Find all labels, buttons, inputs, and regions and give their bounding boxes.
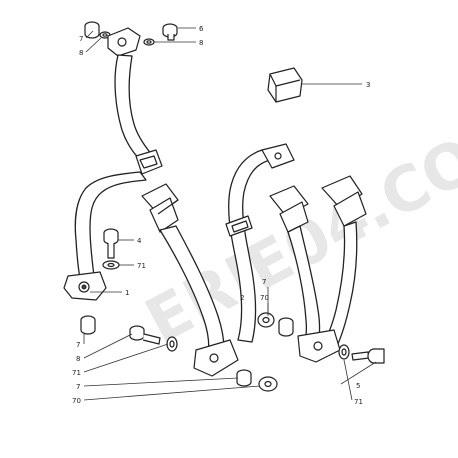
callout-8-upper-right: 8 [199, 39, 203, 47]
callout-7-right: 7 [262, 278, 266, 286]
center-belt-strap [228, 149, 271, 343]
washer-part-70-right [257, 312, 275, 328]
washer-part-71-lower [166, 336, 178, 352]
center-lower-anchor [193, 339, 239, 377]
spacer-part-7-left [80, 315, 96, 335]
callout-7-lower-left: 7 [76, 341, 80, 349]
washer-part-71 [102, 260, 120, 270]
upper-washer-part-8b [143, 38, 155, 46]
callout-3: 3 [366, 81, 370, 89]
left-belt-guide-clip [135, 149, 163, 175]
bolt-part-8-lower [129, 325, 161, 345]
right-lower-anchor [297, 329, 341, 363]
callout-70-right: 70 [260, 294, 269, 302]
callout-71-lower-right: 71 [354, 398, 363, 406]
buckle-cover-part-3 [267, 67, 303, 103]
upper-bolt-part-6 [162, 23, 178, 41]
upper-spacer-part-7 [84, 21, 100, 39]
callout-71-middle: 71 [137, 262, 146, 270]
callout-1: 1 [125, 289, 129, 297]
washer-part-70-bottom [258, 376, 278, 392]
callout-5: 5 [356, 382, 360, 390]
left-retractor-anchor-plate [63, 271, 107, 301]
center-strap-slider [225, 215, 253, 237]
callout-7-upper-left: 7 [79, 35, 83, 43]
callout-6: 6 [199, 25, 204, 33]
callout-7-bottom: 7 [76, 383, 80, 391]
upper-washer-part-8 [99, 31, 111, 39]
left-buckle-tongue [141, 183, 179, 233]
callout-4: 4 [137, 237, 142, 245]
callout-70-bottom: 70 [72, 397, 81, 405]
callout-8-upper-left: 8 [79, 49, 83, 57]
right-buckle-right [321, 175, 367, 227]
upper-anchor-bracket [107, 27, 141, 57]
washer-part-71-right [338, 344, 350, 360]
right-buckle-left [269, 185, 309, 233]
spacer-part-7-right [278, 317, 294, 337]
spacer-part-7-bottom [236, 369, 252, 387]
center-upper-bracket [261, 143, 295, 169]
bolt-part-5 [351, 348, 385, 364]
callout-2: 2 [240, 294, 244, 302]
bolt-part-4 [103, 228, 119, 259]
callout-8-lower-left: 8 [76, 355, 80, 363]
callout-71-lower-left: 71 [72, 369, 81, 377]
left-belt-strap-upper [114, 54, 157, 167]
